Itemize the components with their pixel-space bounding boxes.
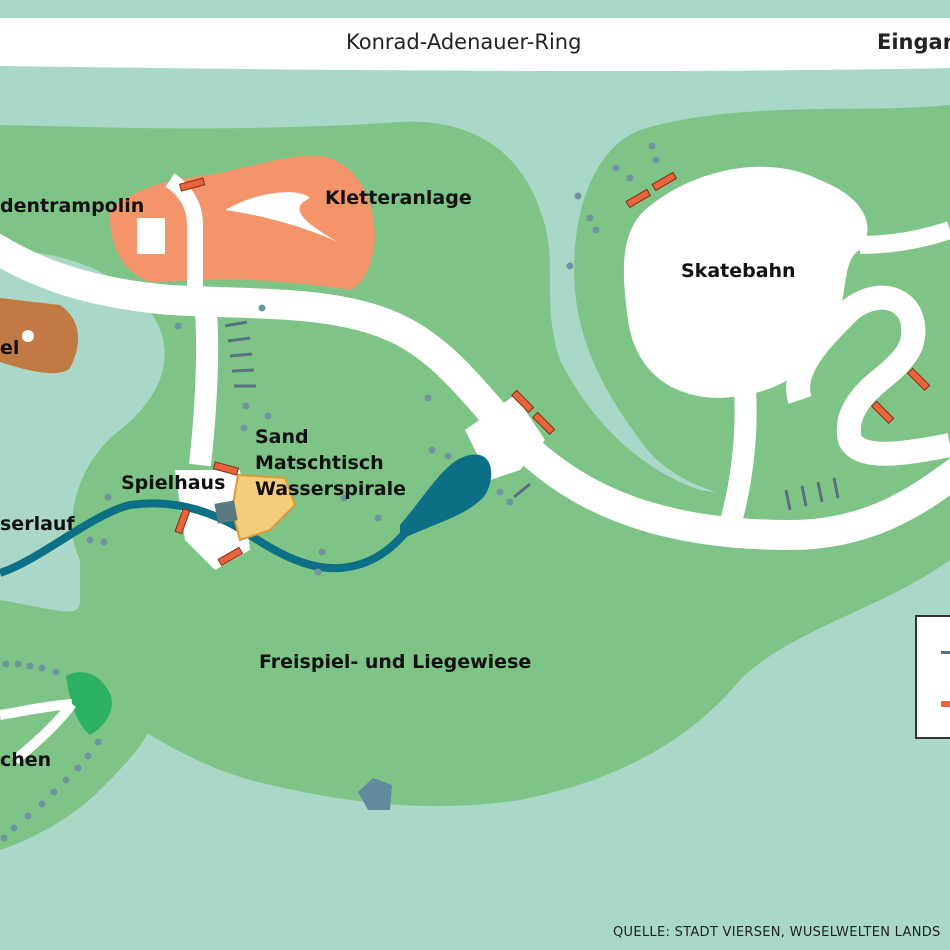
path-branch-down	[189, 298, 219, 467]
trampoline-pad	[137, 218, 165, 254]
bench-icon	[906, 367, 931, 392]
label-meadow: Freispiel- und Liegewiese	[259, 651, 532, 673]
label-left-cut: el	[0, 337, 20, 359]
path-bl-1	[0, 699, 73, 720]
bench-icon	[212, 461, 239, 476]
label-stream: serlauf	[0, 513, 75, 535]
road-label-konrad: Konrad-Adenauer-Ring	[346, 30, 582, 54]
path-through-climbing	[165, 173, 203, 290]
bike-rack-icon	[224, 320, 248, 328]
stone-icon	[358, 778, 392, 810]
pond	[400, 454, 492, 540]
label-playhouse: Spielhaus	[121, 472, 226, 494]
bench-icon	[870, 400, 895, 425]
bike-rack-icon	[229, 352, 253, 358]
bike-rack-icon	[816, 481, 824, 503]
bike-rack-icon	[231, 368, 255, 373]
playhouse-plaza	[175, 470, 250, 570]
road-band	[0, 18, 950, 72]
entrance-label: Eingan	[877, 30, 950, 54]
bike-rack-icon	[832, 477, 840, 499]
legend-box	[915, 615, 950, 739]
bench-icon	[625, 188, 652, 209]
pump-track	[786, 285, 950, 466]
bench-icon	[217, 546, 244, 567]
bench-icon	[510, 389, 535, 414]
bench-icon	[179, 177, 206, 192]
brown-area-dot	[22, 330, 34, 342]
label-mudtable: Matschtisch	[255, 452, 384, 474]
bench-icon	[651, 171, 678, 192]
pavilion	[66, 672, 112, 735]
brown-area	[0, 298, 79, 374]
bench-icon	[531, 411, 556, 436]
path-top-right	[859, 221, 950, 254]
benches	[174, 171, 931, 567]
skate-path	[719, 389, 757, 529]
label-trampoline: dentrampolin	[0, 195, 145, 217]
bike-racks	[224, 320, 840, 511]
playhouse-block	[214, 500, 238, 524]
source-credit: QUELLE: STADT VIERSEN, WUSELWELTEN LANDS	[613, 925, 941, 940]
bench-icon	[174, 508, 191, 535]
bike-rack-icon	[800, 485, 808, 507]
path-bl-2	[11, 700, 76, 764]
main-path	[0, 233, 950, 551]
bike-rack-icon	[784, 489, 792, 511]
label-skate: Skatebahn	[681, 260, 796, 282]
stones	[0, 142, 660, 842]
bike-rack-icon	[227, 336, 251, 343]
label-climbing: Kletteranlage	[325, 187, 472, 209]
slide-shape	[225, 192, 338, 242]
label-waterspiral: Wasserspirale	[255, 478, 406, 500]
label-bottom-left: chen	[0, 749, 52, 771]
legend-bench-icon	[941, 701, 950, 707]
bike-rack-icon	[513, 482, 531, 499]
legend-bike-rack-icon	[941, 651, 950, 654]
label-sand: Sand	[255, 426, 309, 448]
